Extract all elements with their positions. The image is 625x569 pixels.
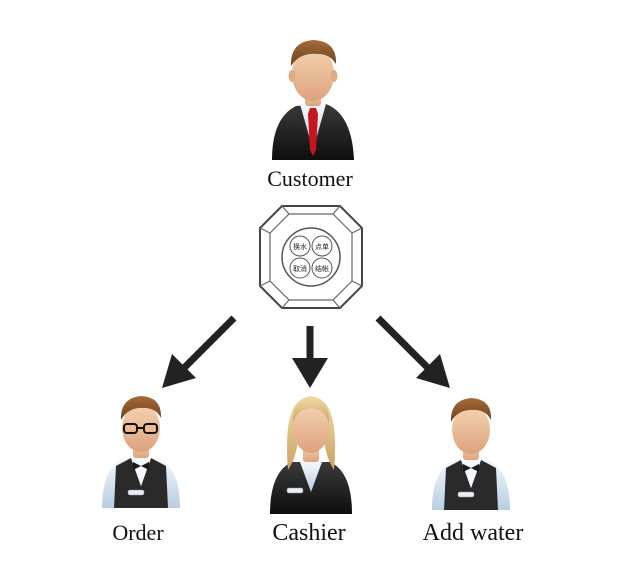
arrow-to-order [162, 315, 237, 388]
customer-icon [272, 40, 354, 160]
svg-text:换水: 换水 [293, 242, 307, 251]
cashier-icon [270, 396, 352, 514]
svg-text:取消: 取消 [293, 264, 307, 273]
svg-text:结帐: 结帐 [315, 264, 329, 273]
svg-text:点单: 点单 [315, 242, 329, 251]
add-water-waiter-icon [432, 398, 510, 510]
pager-device: 换水 点单 取消 结帐 [259, 205, 363, 309]
pager-button-2: 点单 [311, 235, 333, 257]
add-water-label: Add water [422, 520, 524, 546]
order-label: Order [112, 520, 164, 545]
arrow-to-cashier [292, 326, 328, 388]
pager-button-1: 换水 [289, 235, 311, 257]
customer-label: Customer [267, 166, 353, 191]
arrow-to-add-water [375, 315, 450, 388]
cashier-label: Cashier [272, 520, 346, 546]
order-waiter-icon [102, 396, 180, 508]
pager-button-3: 取消 [289, 257, 311, 279]
pager-button-4: 结帐 [311, 257, 333, 279]
